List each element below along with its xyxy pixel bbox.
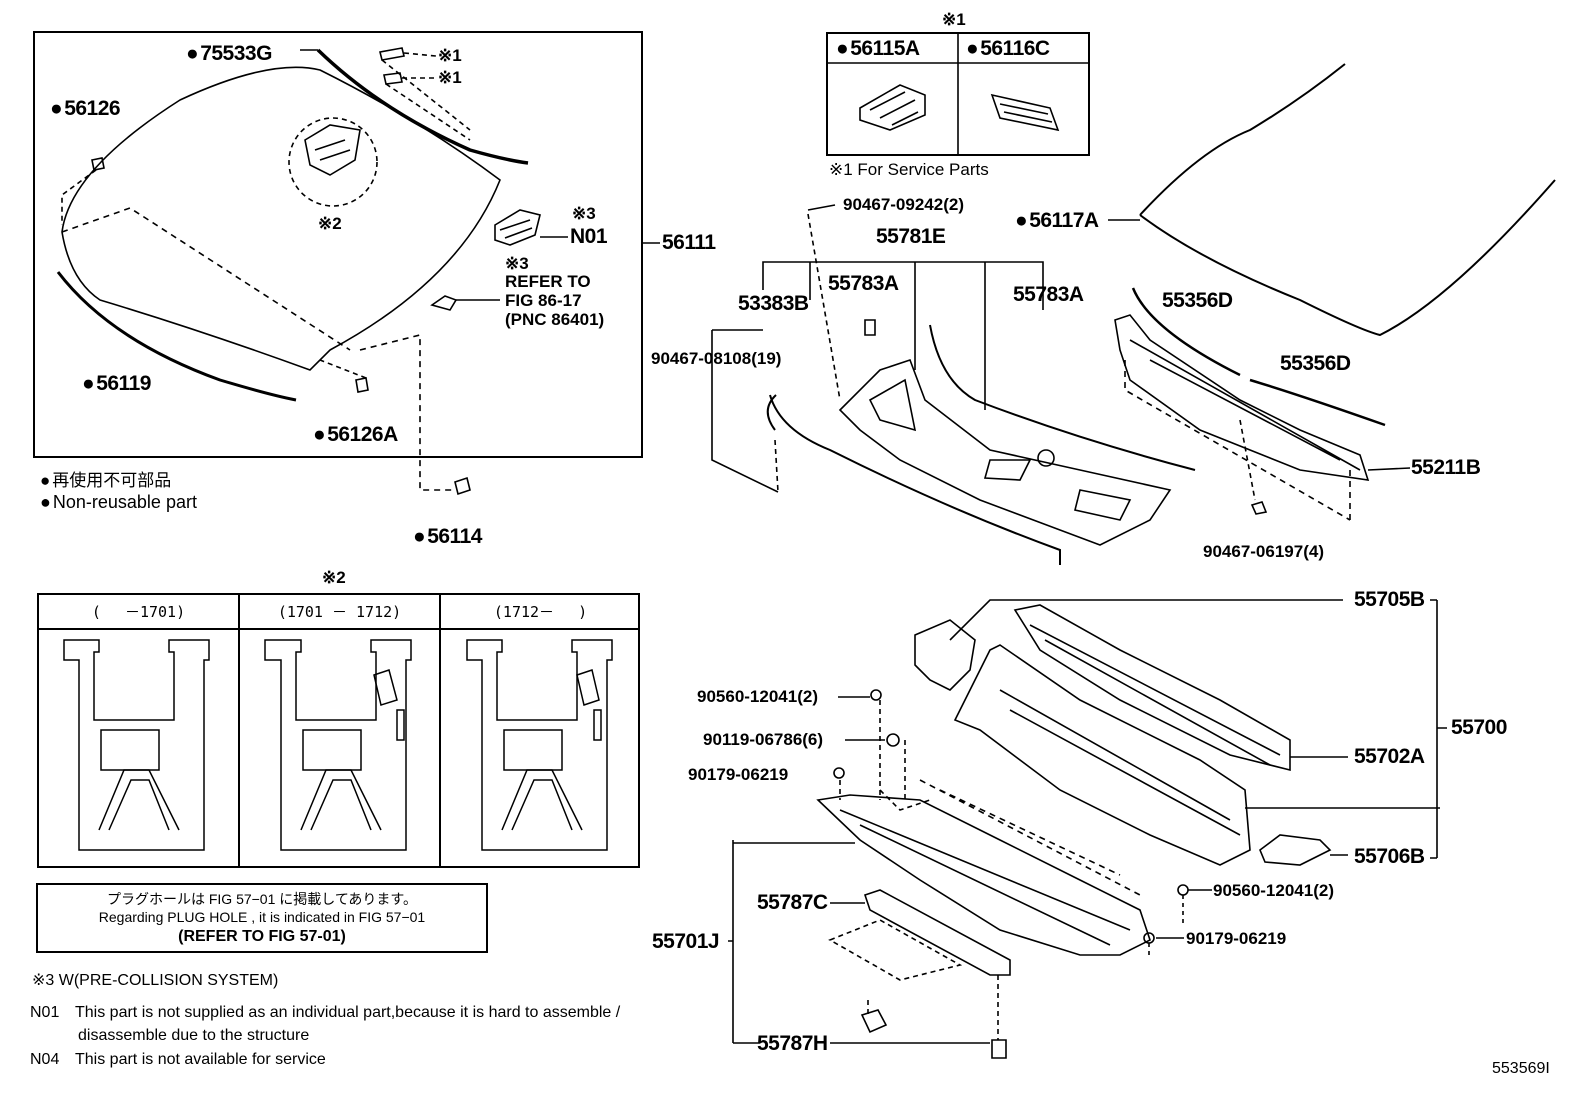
service-mark-1b: ※1 [438,68,462,87]
part-label-55787C[interactable]: 55787C [757,891,828,914]
part-label-56114[interactable]: 56114 [413,525,482,549]
variant-table-mark: ※2 [322,568,346,587]
detail-mark-2: ※2 [318,214,342,233]
mark-3a: ※3 [572,204,596,223]
part-label-90119-06786[interactable]: 90119-06786(6) [703,730,824,749]
variant-header-3: (1712－ ) [493,603,588,621]
footnote-n04-text: This part is not available for service [75,1051,326,1068]
footnote-mark-3: ※3 W(PRE-COLLISION SYSTEM) [32,972,279,989]
refer-text-2[interactable]: FIG 86-17 [505,291,582,310]
part-label-75533G[interactable]: 75533G [186,42,272,66]
part-label-55781E[interactable]: 55781E [876,225,946,248]
part-label-56111[interactable]: 56111 [662,231,716,254]
variant-drawings [63,639,613,851]
part-label-56126[interactable]: 56126 [50,97,120,121]
part-label-90467-06197[interactable]: 90467-06197(4) [1203,542,1324,561]
part-label-56117A[interactable]: 56117A [1015,209,1099,233]
mark-3b: ※3 [505,254,529,273]
part-label-53383B[interactable]: 53383B [738,292,809,315]
variant-header-2: (1701 － 1712) [277,603,402,621]
service-mark-1a: ※1 [438,46,462,65]
service-box-mark: ※1 [942,10,966,29]
plug-note-refer[interactable]: (REFER TO FIG 57-01) [178,928,346,945]
footnote-n01-text-2: disassemble due to the structure [78,1027,310,1044]
part-label-90560-12041-b[interactable]: 90560-12041(2) [1213,881,1334,900]
part-label-56126A[interactable]: 56126A [313,423,398,447]
part-label-90179-06219-a[interactable]: 90179-06219 [688,765,789,784]
figure-id: 553569I [1492,1060,1550,1077]
part-label-N01[interactable]: N01 [570,225,608,248]
part-label-55356D-2[interactable]: 55356D [1280,352,1351,375]
part-label-56119[interactable]: 56119 [82,372,151,396]
footnote-n04-code: N04 [30,1051,60,1068]
part-label-90467-08108[interactable]: 90467-08108(19) [651,349,782,368]
refer-text-1: REFER TO [505,272,591,291]
plug-hole-note-box: プラグホールは FIG 57−01 に掲載してあります。 Regarding P… [36,883,488,953]
part-label-90467-09242[interactable]: 90467-09242(2) [843,195,964,214]
part-label-90179-06219-b[interactable]: 90179-06219 [1186,929,1287,948]
part-label-55702A[interactable]: 55702A [1354,745,1425,768]
part-label-56115A[interactable]: 56115A [836,37,920,61]
footnote-n01-code: N01 [30,1004,60,1021]
part-label-55701J[interactable]: 55701J [652,930,720,953]
part-label-55787H[interactable]: 55787H [757,1032,828,1055]
part-label-90560-12041-a[interactable]: 90560-12041(2) [697,687,818,706]
part-label-55783A-1[interactable]: 55783A [828,272,899,295]
part-label-55211B[interactable]: 55211B [1411,456,1481,479]
part-label-55700[interactable]: 55700 [1451,716,1507,739]
part-label-56116C[interactable]: 56116C [966,37,1050,61]
footnote-n01-text-1: This part is not supplied as an individu… [75,1004,621,1021]
part-label-55783A-2[interactable]: 55783A [1013,283,1084,306]
plug-note-japanese: プラグホールは FIG 57−01 に掲載してあります。 [106,891,418,907]
part-label-55705B[interactable]: 55705B [1354,588,1425,611]
variant-table: ( －1701) (1701 － 1712) (1712－ ) [37,593,640,868]
legend-japanese: 再使用不可部品 [40,466,171,491]
plug-note-english: Regarding PLUG HOLE , it is indicated in… [98,909,426,925]
service-box-caption: ※1 For Service Parts [829,160,989,179]
refer-text-3: (PNC 86401) [505,310,605,329]
part-label-55706B[interactable]: 55706B [1354,845,1425,868]
variant-header-1: ( －1701) [91,603,186,621]
part-label-55356D-1[interactable]: 55356D [1162,289,1233,312]
legend-non-reusable: Non-reusable part [40,492,197,513]
